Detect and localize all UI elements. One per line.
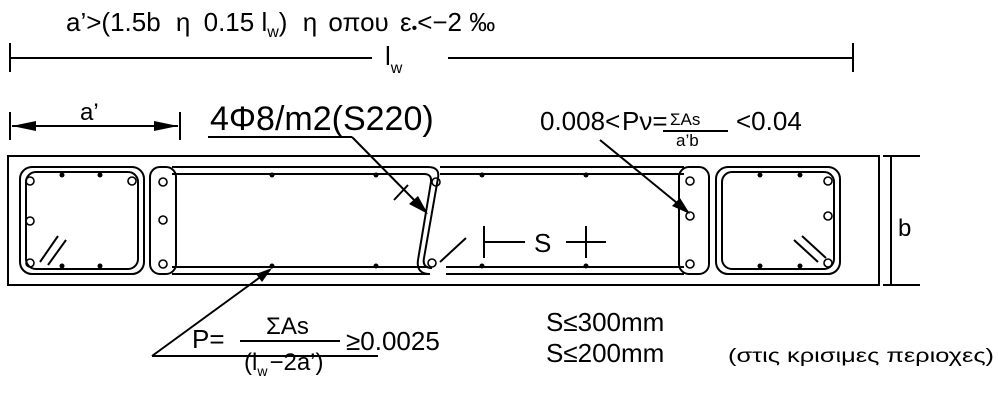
top-formula: a’>(1.5b η 0.15 lw) η οπου ε•<−2 ‰ xyxy=(66,7,495,41)
lw-label: lw xyxy=(385,41,403,77)
a-prime-label: a’ xyxy=(80,99,99,126)
b-label: b xyxy=(898,215,911,242)
pv-numerator: ΣAs xyxy=(670,110,700,129)
p-symbol: P= xyxy=(192,324,225,354)
spacing-marker xyxy=(483,226,606,258)
intermediate-bars xyxy=(59,172,803,269)
spacing-limit-2: S≤200mm xyxy=(546,338,664,368)
pv-denominator: a’b xyxy=(676,131,699,150)
a-prime-dimension-line xyxy=(9,112,181,140)
stirrup-lap xyxy=(416,166,467,275)
stirrup-leader xyxy=(208,136,428,214)
pv-upper-limit: <0.04 xyxy=(736,106,802,136)
spacing-limit-2-note: (στις κρισιμες περιοχες) xyxy=(728,346,994,367)
wall-outline xyxy=(7,155,880,286)
spacing-label: S xyxy=(534,228,551,258)
left-boundary-hoops xyxy=(19,166,177,275)
p-numerator: ΣAs xyxy=(266,313,309,340)
longitudinal-bars xyxy=(25,176,833,269)
p-denominator: (lw−2a’) xyxy=(244,349,324,379)
pv-symbol: Pν= xyxy=(622,106,668,136)
p-leader xyxy=(151,268,378,357)
p-limit: ≥0.0025 xyxy=(346,326,440,356)
lw-dimension-line xyxy=(9,43,854,72)
pv-lower-limit: 0.008< xyxy=(540,106,620,136)
stirrup-label: 4Φ8/m2(S220) xyxy=(210,100,434,138)
horizontal-ties xyxy=(172,166,684,275)
b-dimension-line xyxy=(883,155,920,286)
pv-leader xyxy=(599,139,690,214)
spacing-limit-1: S≤300mm xyxy=(546,307,664,337)
right-boundary-hoops xyxy=(678,166,841,275)
